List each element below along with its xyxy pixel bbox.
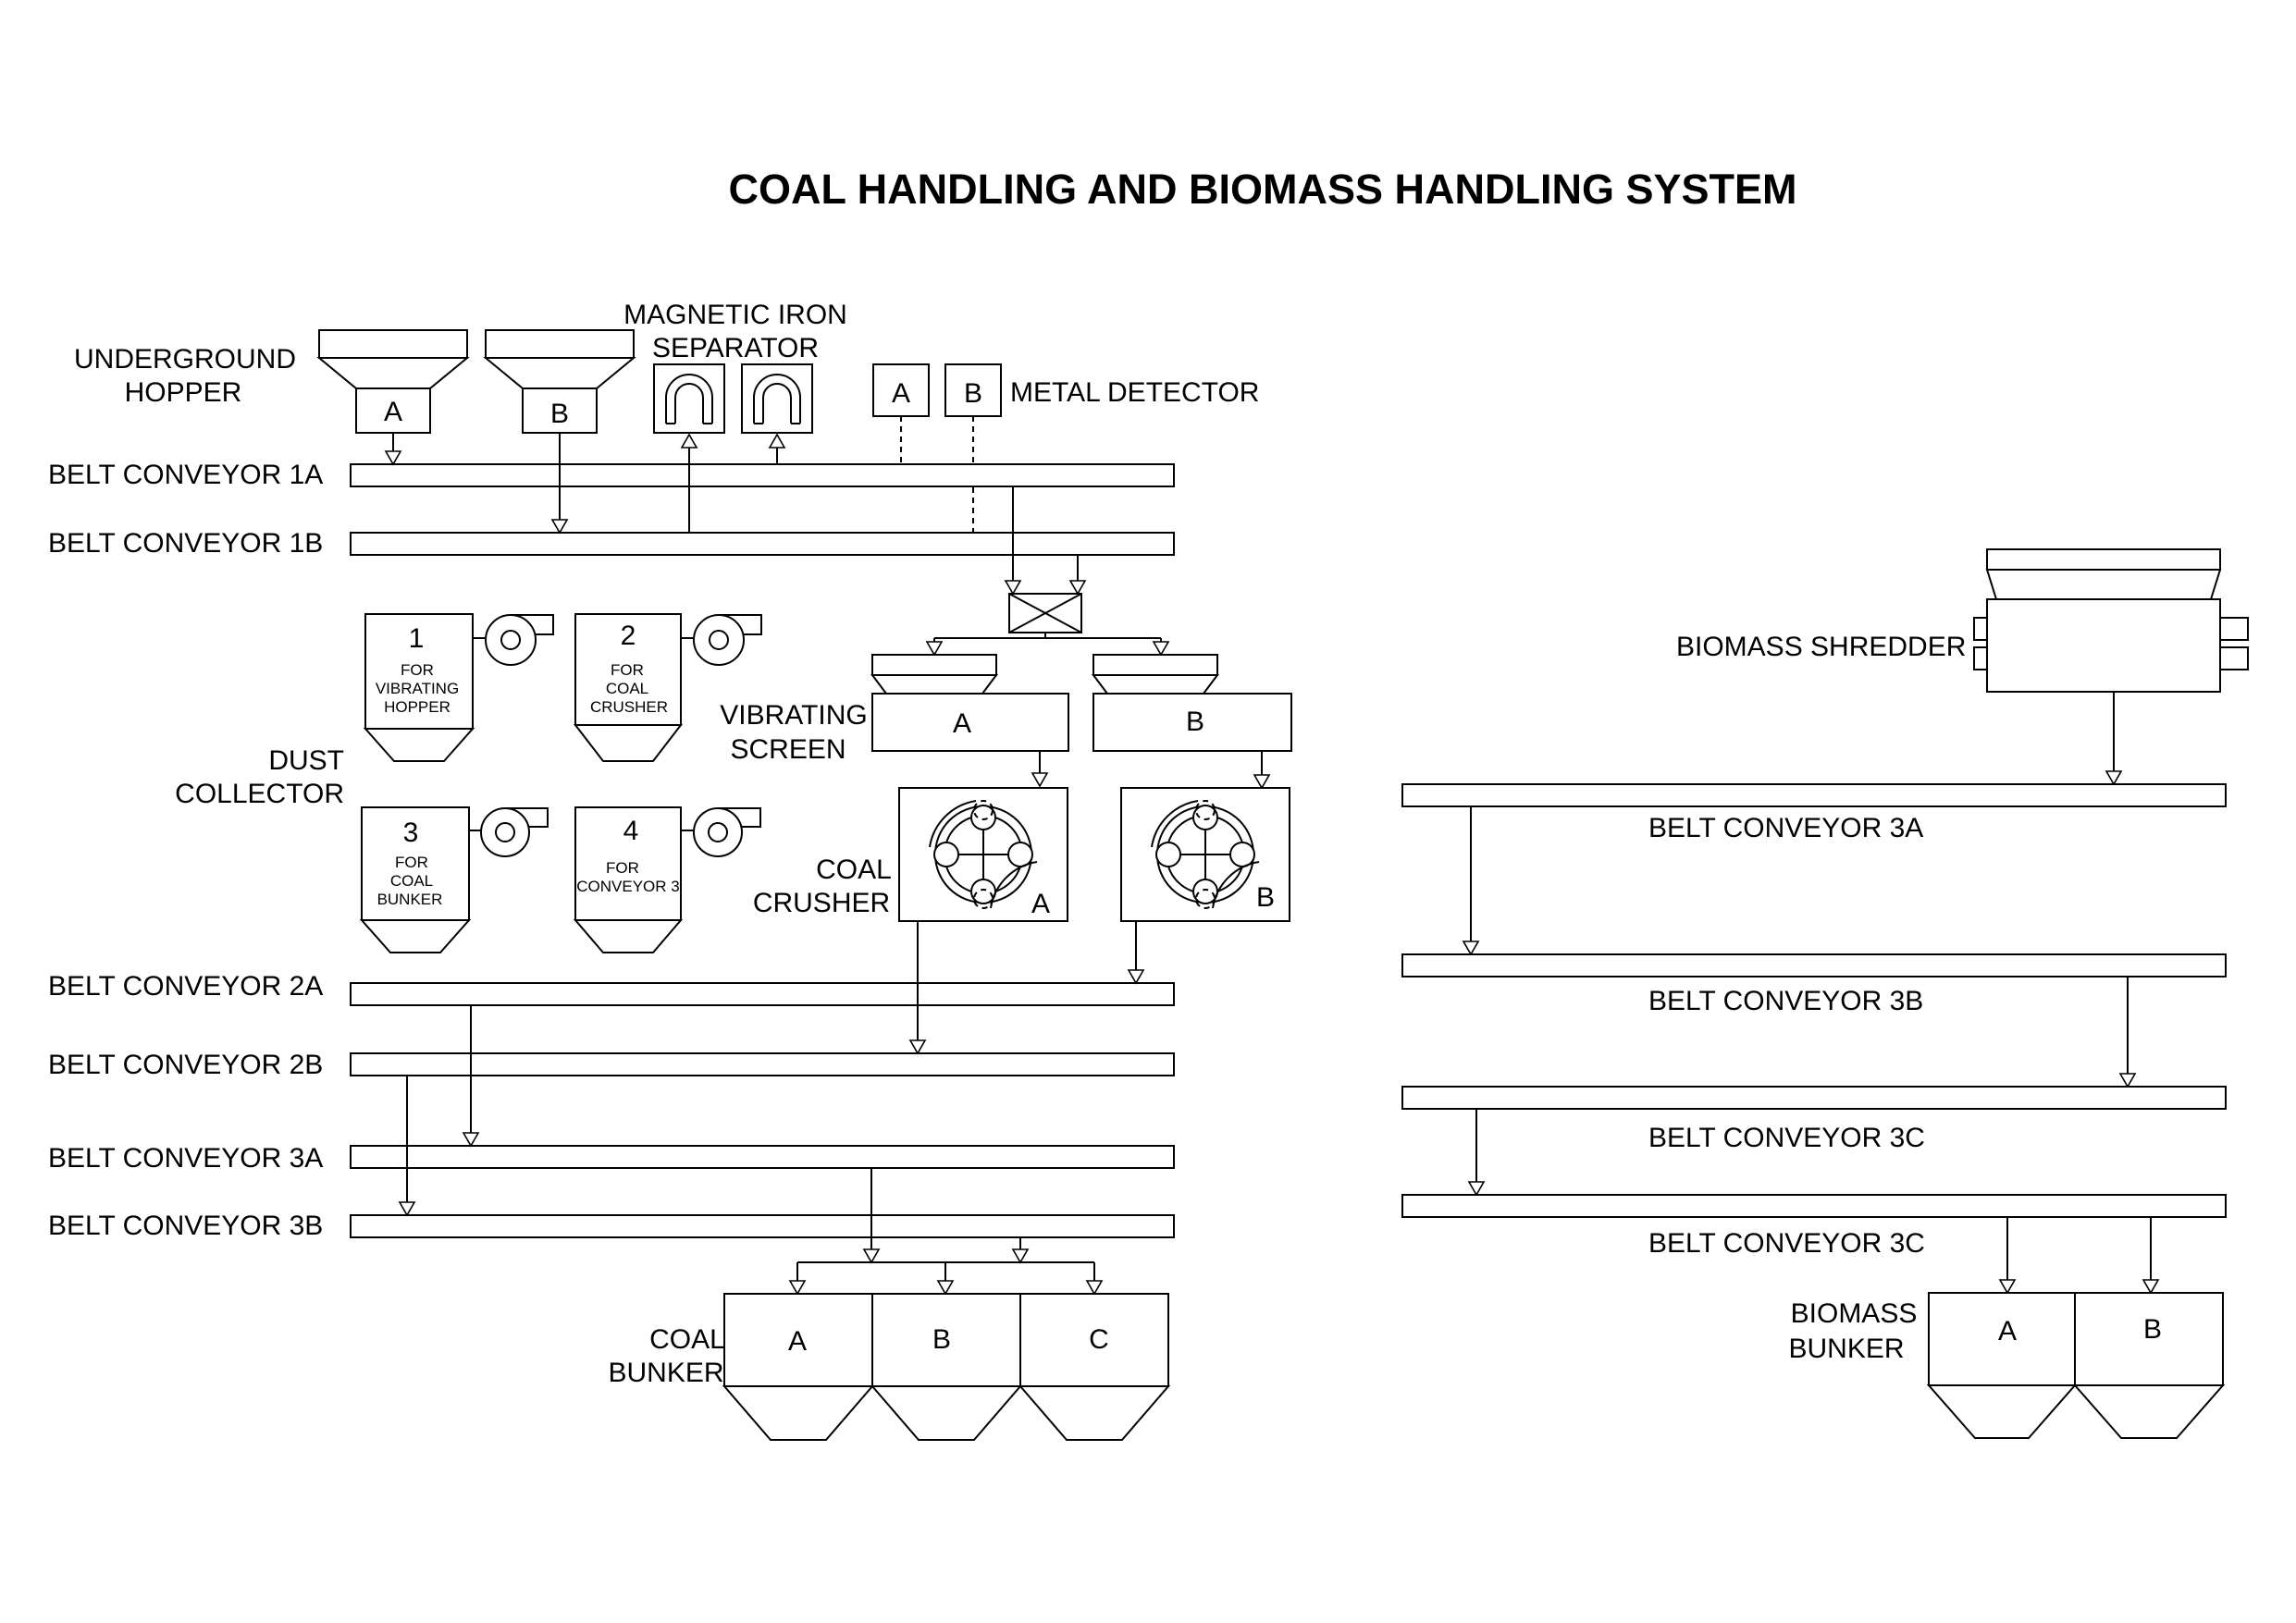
svg-text:FOR: FOR	[611, 661, 644, 679]
svg-text:CRUSHER: CRUSHER	[590, 698, 668, 716]
svg-text:B: B	[964, 378, 982, 409]
biomass-shredder-label: BIOMASS SHREDDER	[1676, 632, 1966, 662]
biomass-conveyor-3c-lower-label: BELT CONVEYOR 3C	[1648, 1228, 1925, 1259]
metal-detector-a: A	[872, 363, 930, 417]
metal-detector-label: METAL DETECTOR	[1010, 377, 1259, 408]
metal-detector-b: B	[944, 363, 1002, 417]
biomass-bunker-label: BIOMASS BUNKER	[1788, 1298, 1917, 1364]
svg-text:CRUSHER: CRUSHER	[753, 888, 890, 918]
svg-text:A: A	[892, 378, 910, 409]
svg-text:B: B	[550, 399, 569, 429]
svg-text:MAGNETIC IRON: MAGNETIC IRON	[623, 300, 847, 330]
conveyor-2b-label: BELT CONVEYOR 2B	[48, 1050, 323, 1080]
magnetic-iron-separator-label: MAGNETIC IRON SEPARATOR	[623, 300, 847, 363]
svg-text:HOPPER: HOPPER	[384, 698, 451, 716]
svg-text:COAL: COAL	[816, 855, 892, 885]
diverter-gate	[1008, 593, 1082, 633]
biomass-conveyor-3b	[1401, 953, 2227, 977]
svg-text:A: A	[384, 397, 402, 427]
biomass-conveyor-3c-upper-label: BELT CONVEYOR 3C	[1648, 1123, 1925, 1153]
svg-text:COAL: COAL	[606, 680, 648, 697]
svg-text:A: A	[953, 708, 971, 739]
coal-crusher-label: COAL CRUSHER	[753, 855, 892, 918]
svg-text:SCREEN: SCREEN	[730, 734, 846, 765]
underground-hopper-a: A	[316, 329, 470, 434]
svg-text:VIBRATING: VIBRATING	[376, 680, 459, 697]
svg-text:BIOMASS: BIOMASS	[1791, 1298, 1918, 1329]
coal-bunker-label: COAL BUNKER	[608, 1324, 724, 1388]
svg-text:2: 2	[621, 621, 636, 651]
biomass-shredder	[1973, 548, 2249, 693]
svg-text:FOR: FOR	[606, 859, 639, 877]
underground-hopper-label: UNDERGROUND HOPPER	[74, 344, 296, 408]
vibrating-screen-label: VIBRATING SCREEN	[720, 700, 867, 765]
svg-text:COAL: COAL	[649, 1324, 725, 1355]
svg-text:BUNKER: BUNKER	[1788, 1334, 1904, 1364]
svg-text:C: C	[1089, 1324, 1109, 1355]
svg-text:A: A	[1031, 889, 1050, 919]
underground-hopper-b: B	[483, 329, 636, 434]
svg-text:BUNKER: BUNKER	[608, 1358, 723, 1388]
svg-text:3: 3	[403, 818, 419, 848]
belt-conveyor-3b	[350, 1214, 1175, 1238]
dust-collector-3: 3 FOR COAL BUNKER	[359, 806, 549, 953]
dust-collector-1: 1 FOR VIBRATING HOPPER	[363, 613, 554, 762]
biomass-conveyor-3a	[1401, 783, 2227, 807]
dust-collector-2: 2 FOR COAL CRUSHER	[573, 613, 762, 762]
magnetic-separator-1	[653, 363, 725, 434]
coal-crusher-b: B	[1120, 787, 1290, 922]
biomass-bunker-b: B	[2072, 1292, 2226, 1439]
svg-text:HOPPER: HOPPER	[125, 377, 242, 408]
biomass-conveyor-3b-label: BELT CONVEYOR 3B	[1648, 986, 1923, 1016]
belt-conveyor-1b	[350, 532, 1175, 556]
conveyor-3b-label: BELT CONVEYOR 3B	[48, 1211, 323, 1241]
belt-conveyor-3a	[350, 1145, 1175, 1169]
coal-crusher-a: A	[898, 787, 1068, 922]
svg-text:1: 1	[409, 623, 425, 654]
coal-bunker-c: C	[1018, 1293, 1171, 1441]
svg-text:FOR: FOR	[395, 854, 428, 871]
belt-conveyor-1a	[350, 463, 1175, 487]
coal-bunker-a: A	[722, 1293, 875, 1441]
svg-text:A: A	[1998, 1316, 2017, 1346]
svg-text:B: B	[1186, 707, 1204, 737]
svg-text:SEPARATOR: SEPARATOR	[652, 333, 819, 363]
vibrating-screen-b: B	[1092, 654, 1292, 752]
svg-text:B: B	[1256, 882, 1275, 913]
conveyor-3a-label: BELT CONVEYOR 3A	[48, 1143, 323, 1174]
conveyor-1a-label: BELT CONVEYOR 1A	[48, 460, 323, 490]
svg-text:A: A	[788, 1326, 807, 1357]
conveyor-1b-label: BELT CONVEYOR 1B	[48, 528, 323, 559]
belt-conveyor-2b	[350, 1052, 1175, 1076]
svg-text:BUNKER: BUNKER	[377, 891, 443, 908]
biomass-conveyor-3a-label: BELT CONVEYOR 3A	[1648, 813, 1923, 843]
svg-text:DUST: DUST	[268, 745, 344, 776]
belt-conveyor-2a	[350, 982, 1175, 1006]
biomass-bunker-a: A	[1926, 1292, 2078, 1439]
svg-text:B: B	[932, 1324, 951, 1355]
svg-text:4: 4	[623, 816, 639, 846]
biomass-conveyor-3c-lower	[1401, 1194, 2227, 1218]
svg-text:VIBRATING: VIBRATING	[720, 700, 867, 731]
biomass-conveyor-3c-upper	[1401, 1086, 2227, 1110]
svg-text:UNDERGROUND: UNDERGROUND	[74, 344, 296, 375]
svg-text:CONVEYOR 3: CONVEYOR 3	[576, 878, 679, 895]
vibrating-screen-a: A	[870, 654, 1069, 752]
svg-text:FOR: FOR	[401, 661, 434, 679]
svg-text:B: B	[2143, 1314, 2162, 1345]
svg-text:COLLECTOR: COLLECTOR	[175, 779, 344, 809]
coal-bunker-b: B	[870, 1293, 1023, 1441]
svg-text:COAL: COAL	[390, 872, 433, 890]
magnetic-separator-2	[741, 363, 813, 434]
dust-collector-4: 4 FOR CONVEYOR 3	[573, 806, 761, 953]
dust-collector-label: DUST COLLECTOR	[175, 745, 344, 809]
diagram-title: COAL HANDLING AND BIOMASS HANDLING SYSTE…	[728, 166, 1796, 213]
conveyor-2a-label: BELT CONVEYOR 2A	[48, 971, 323, 1002]
